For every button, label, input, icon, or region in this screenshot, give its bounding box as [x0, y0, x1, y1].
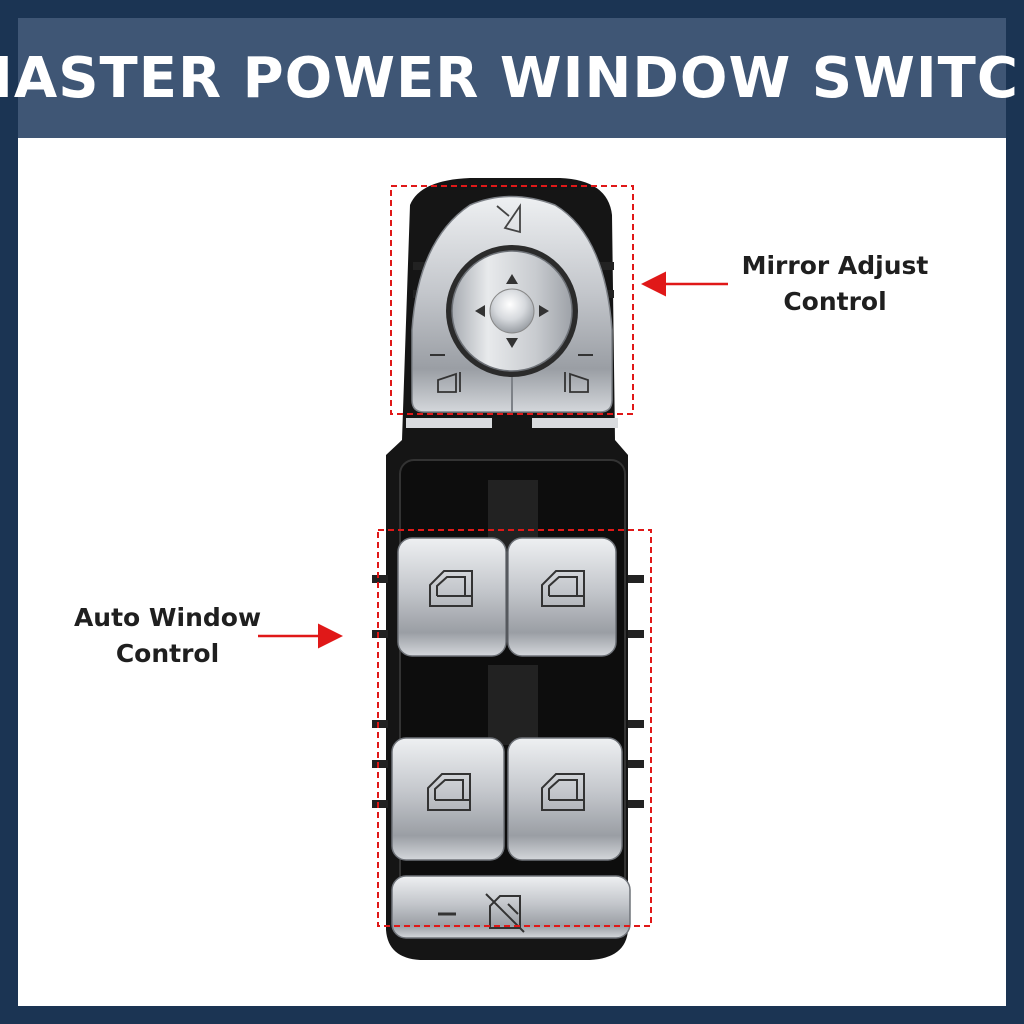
mirror-label-line1: Mirror Adjust: [741, 251, 929, 280]
window-switch-rear-right[interactable]: [507, 737, 623, 861]
arrow-right-icon: [539, 305, 549, 317]
window-label-line1: Auto Window: [73, 603, 262, 632]
arrow-left-icon: [475, 305, 485, 317]
window-icon: [429, 570, 473, 607]
title-banner: MASTER POWER WINDOW SWITCH: [0, 18, 1024, 138]
right-mirror-icon: [564, 372, 589, 393]
window-callout-box: [377, 529, 652, 927]
window-icon: [541, 773, 585, 811]
mirror-select-icon: [496, 203, 521, 234]
arrow-up-icon: [506, 274, 518, 284]
window-switch-front-right[interactable]: [507, 537, 617, 657]
window-icon: [541, 570, 585, 607]
page-title: MASTER POWER WINDOW SWITCH: [0, 45, 1024, 111]
window-icon: [427, 773, 471, 811]
mirror-callout-box: [390, 185, 634, 415]
window-switch-rear-left[interactable]: [391, 737, 505, 861]
window-label-line2: Control: [115, 639, 220, 668]
left-mirror-icon: [437, 372, 461, 393]
mirror-adjust-control[interactable]: [406, 195, 618, 429]
joystick-knob[interactable]: [489, 288, 535, 334]
auto-window-label: Auto Window Control: [60, 600, 275, 672]
mirror-label-line2: Control: [783, 287, 887, 316]
window-lock-button[interactable]: [391, 875, 631, 939]
mirror-adjust-label: Mirror Adjust Control: [735, 248, 935, 320]
window-switch-front-left[interactable]: [397, 537, 507, 657]
arrow-down-icon: [506, 338, 518, 348]
